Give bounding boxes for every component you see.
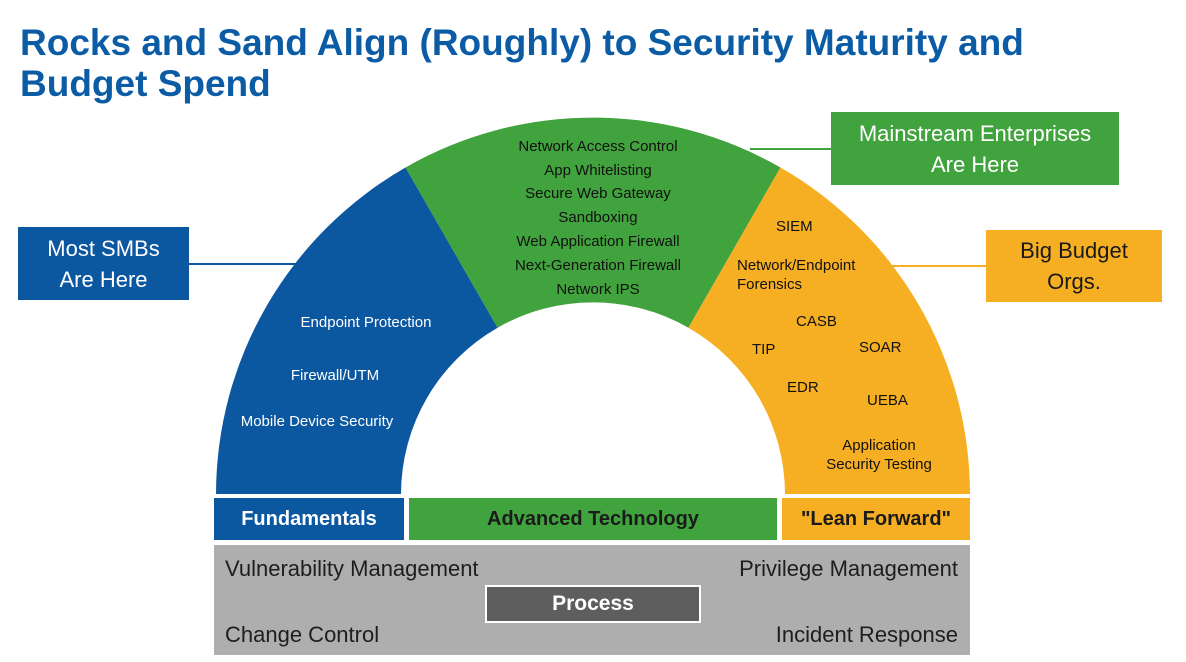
fundamentals-item: Firewall/UTM	[291, 367, 379, 384]
advanced-item: Network IPS	[556, 281, 639, 298]
lean-forward-item-ueba: UEBA	[867, 392, 908, 409]
fundamentals-item: Endpoint Protection	[301, 314, 432, 331]
lean-forward-item-casb: CASB	[796, 313, 837, 330]
advanced-technology-label: Advanced Technology	[409, 498, 777, 540]
lean-forward-segment	[688, 167, 970, 494]
lean-forward-item-edr: EDR	[787, 379, 819, 396]
lean-forward-item-tip: TIP	[752, 341, 775, 358]
advanced-item: App Whitelisting	[544, 162, 652, 179]
advanced-technology-label-text: Advanced Technology	[487, 508, 699, 530]
fundamentals-segment	[216, 167, 498, 494]
smb-callout-line-2: Are Here	[59, 266, 148, 292]
process-item-change-control: Change Control	[225, 622, 380, 647]
fundamentals-label: Fundamentals	[214, 498, 404, 540]
big-budget-callout: Big Budget Orgs.	[986, 230, 1162, 302]
page-title: Rocks and Sand Align (Roughly) to Securi…	[20, 22, 1140, 104]
lean-forward-item-siem: SIEM	[776, 218, 813, 235]
fundamentals-item: Mobile Device Security	[241, 413, 394, 430]
mainstream-callout: Mainstream Enterprises Are Here	[831, 112, 1119, 185]
advanced-item: Sandboxing	[558, 209, 637, 226]
fundamentals-label-text: Fundamentals	[241, 508, 377, 530]
smb-callout: Most SMBs Are Here	[18, 227, 189, 300]
mainstream-callout-line-2: Are Here	[930, 151, 1020, 177]
mainstream-callout-line-1: Mainstream Enterprises	[858, 120, 1092, 146]
big-budget-callout-line-1: Big Budget	[1020, 238, 1128, 263]
advanced-item: Secure Web Gateway	[525, 185, 671, 202]
lean-forward-item-ast: Security Testing	[826, 456, 932, 473]
title-line-1: Rocks and Sand Align (Roughly) to Securi…	[20, 22, 1024, 63]
title-line-2: Budget Spend	[20, 63, 271, 104]
advanced-item: Network Access Control	[518, 138, 677, 155]
lean-forward-item-ast: Application	[842, 437, 915, 454]
process-label: Process	[485, 585, 701, 623]
advanced-item: Next-Generation Firewall	[515, 257, 681, 274]
process-item-incident-response: Incident Response	[775, 622, 958, 647]
advanced-technology-segment	[405, 117, 781, 328]
process-item-privilege-management: Privilege Management	[739, 556, 958, 581]
process-item-vulnerability-management: Vulnerability Management	[225, 556, 479, 581]
lean-forward-item-soar: SOAR	[859, 339, 902, 356]
big-budget-callout-line-2: Orgs.	[1047, 269, 1101, 294]
smb-callout-line-1: Most SMBs	[47, 235, 160, 261]
lean-forward-item-forensics: Network/Endpoint	[737, 257, 856, 274]
lean-forward-item-forensics: Forensics	[737, 276, 802, 293]
lean-forward-label-text: "Lean Forward"	[800, 508, 952, 530]
lean-forward-label: "Lean Forward"	[782, 498, 970, 540]
advanced-item: Web Application Firewall	[516, 233, 679, 250]
